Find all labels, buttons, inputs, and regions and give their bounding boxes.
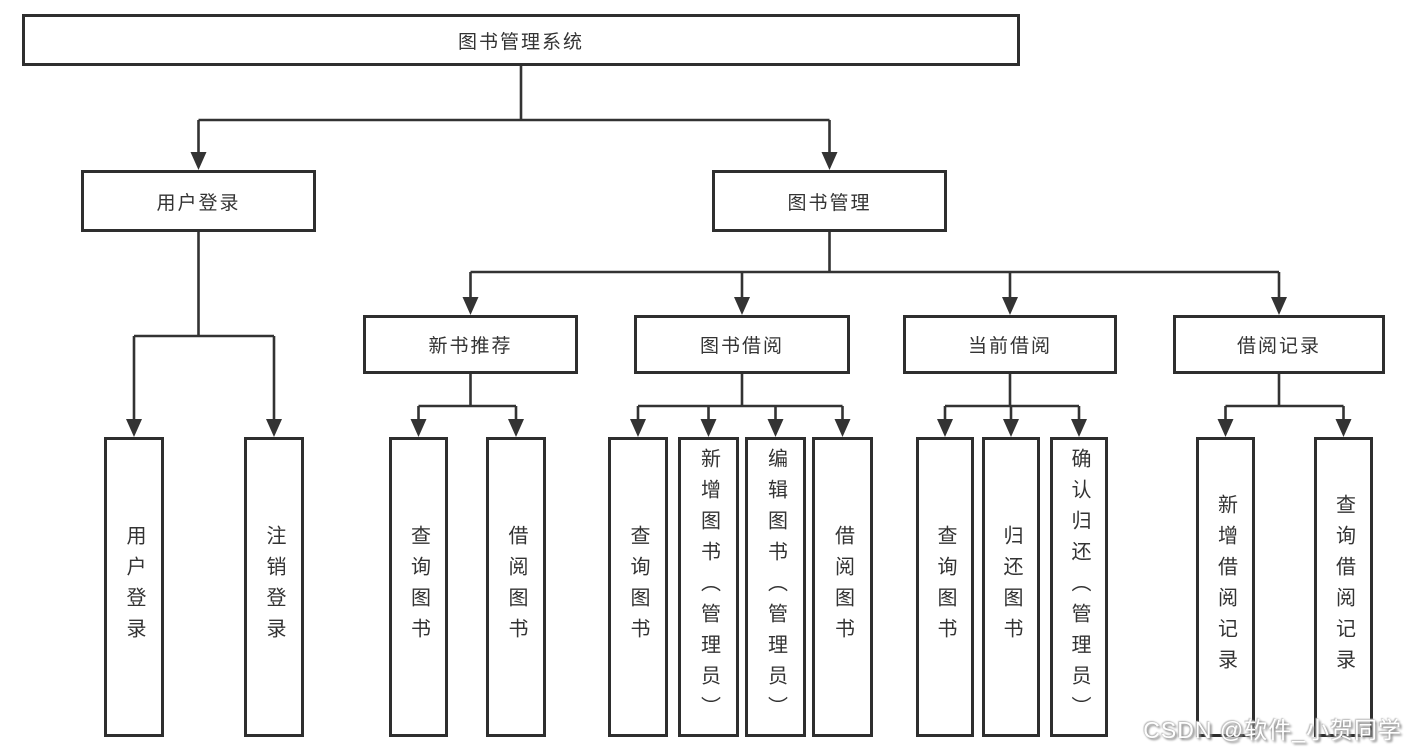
leaf-recommend-borrow-book: 借阅图书: [486, 437, 546, 737]
leaf-label: 借阅图书: [505, 525, 527, 649]
leaf-current-confirm-return-admin: 确认归还（管理员）: [1050, 437, 1108, 737]
leaf-label: 借阅图书: [831, 525, 854, 649]
leaf-current-query-book: 查询图书: [916, 437, 974, 737]
node-user-login-module: 用户登录: [81, 170, 316, 232]
leaf-borrow-borrow-book: 借阅图书: [812, 437, 873, 737]
connector-lines: [132, 66, 1345, 419]
leaf-recommend-query-book: 查询图书: [389, 437, 448, 737]
leaf-record-query-borrow-record: 查询借阅记录: [1314, 437, 1373, 737]
leaf-record-add-borrow-record: 新增借阅记录: [1196, 437, 1255, 737]
leaf-label: 编辑图书（管理员）: [764, 447, 787, 727]
node-new-book-recommend: 新书推荐: [363, 315, 578, 374]
leaf-label: 归还图书: [1000, 525, 1022, 649]
node-borrowing-records: 借阅记录: [1173, 315, 1385, 374]
node-book-management-module: 图书管理: [712, 170, 947, 232]
leaf-label: 查询图书: [934, 525, 956, 649]
leaf-label: 查询图书: [407, 525, 430, 649]
leaf-label: 查询借阅记录: [1332, 494, 1355, 680]
leaf-logout: 注销登录: [244, 437, 304, 737]
leaf-label: 用户登录: [123, 525, 145, 649]
leaf-label: 确认归还（管理员）: [1068, 447, 1090, 727]
leaf-current-return-book: 归还图书: [982, 437, 1040, 737]
node-root-system: 图书管理系统: [22, 14, 1020, 66]
leaf-label: 查询图书: [627, 525, 649, 649]
node-current-borrowing: 当前借阅: [903, 315, 1117, 374]
node-book-borrowing: 图书借阅: [634, 315, 850, 374]
leaf-user-login: 用户登录: [104, 437, 164, 737]
csdn-watermark: CSDN @软件_小贺同学: [1143, 717, 1402, 743]
leaf-borrow-add-book-admin: 新增图书（管理员）: [678, 437, 739, 737]
leaf-borrow-query-book: 查询图书: [608, 437, 668, 737]
leaf-label: 新增借阅记录: [1214, 494, 1237, 680]
leaf-label: 新增图书（管理员）: [697, 447, 720, 727]
leaf-label: 注销登录: [263, 525, 285, 649]
leaf-borrow-edit-book-admin: 编辑图书（管理员）: [745, 437, 806, 737]
